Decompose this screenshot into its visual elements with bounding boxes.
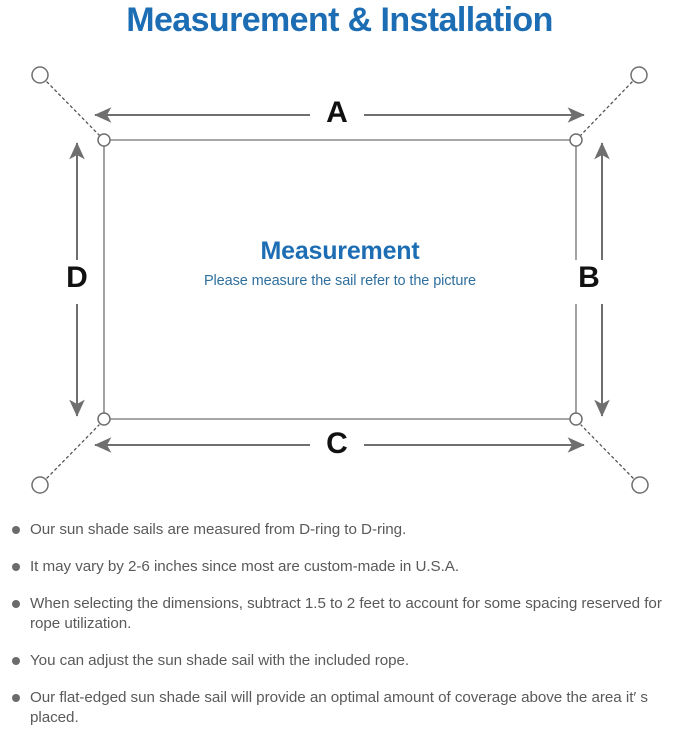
bullet-icon: [12, 563, 20, 571]
d-ring-top-left-icon: [97, 133, 111, 147]
rope-line-top-left: [46, 81, 100, 136]
note-text: Our sun shade sails are measured from D-…: [30, 521, 407, 538]
diagram-center-subtitle: Please measure the sail refer to the pic…: [203, 273, 477, 289]
anchor-point-top-right-icon: [630, 66, 648, 84]
d-ring-top-right-icon: [569, 133, 583, 147]
dimension-label-a: A: [310, 98, 364, 130]
rope-line-bottom-left: [46, 424, 100, 479]
diagram-center-title: Measurement: [260, 237, 420, 265]
anchor-point-bottom-left-icon: [31, 476, 49, 494]
list-item: When selecting the dimensions, subtract …: [0, 594, 679, 634]
note-text: When selecting the dimensions, subtract …: [30, 595, 662, 632]
page-title: Measurement & Installation: [126, 1, 553, 39]
note-text: You can adjust the sun shade sail with t…: [30, 652, 410, 669]
note-text: It may vary by 2-6 inches since most are…: [30, 558, 460, 575]
bullet-icon: [12, 657, 20, 665]
diagram-center-caption: Measurement Please measure the sail refe…: [140, 236, 540, 290]
list-item: It may vary by 2-6 inches since most are…: [0, 557, 679, 577]
anchor-point-top-left-icon: [31, 66, 49, 84]
bullet-icon: [12, 600, 20, 608]
note-text: Our flat-edged sun shade sail will provi…: [30, 689, 648, 726]
anchor-point-bottom-right-icon: [631, 476, 649, 494]
d-ring-bottom-left-icon: [97, 412, 111, 426]
bullet-icon: [12, 526, 20, 534]
dimension-label-b: B: [572, 260, 606, 304]
dimension-label-c: C: [310, 429, 364, 461]
rope-line-bottom-right: [580, 424, 634, 479]
dimension-label-d: D: [60, 260, 94, 304]
notes-list: Our sun shade sails are measured from D-…: [0, 520, 679, 745]
d-ring-bottom-right-icon: [569, 412, 583, 426]
list-item: You can adjust the sun shade sail with t…: [0, 651, 679, 671]
bullet-icon: [12, 694, 20, 702]
measurement-diagram: A B C D Measurement Please measure the s…: [0, 46, 679, 516]
rope-line-top-right: [580, 81, 633, 136]
diagram-svg: [31, 66, 649, 494]
list-item: Our sun shade sails are measured from D-…: [0, 520, 679, 540]
list-item: Our flat-edged sun shade sail will provi…: [0, 688, 679, 728]
